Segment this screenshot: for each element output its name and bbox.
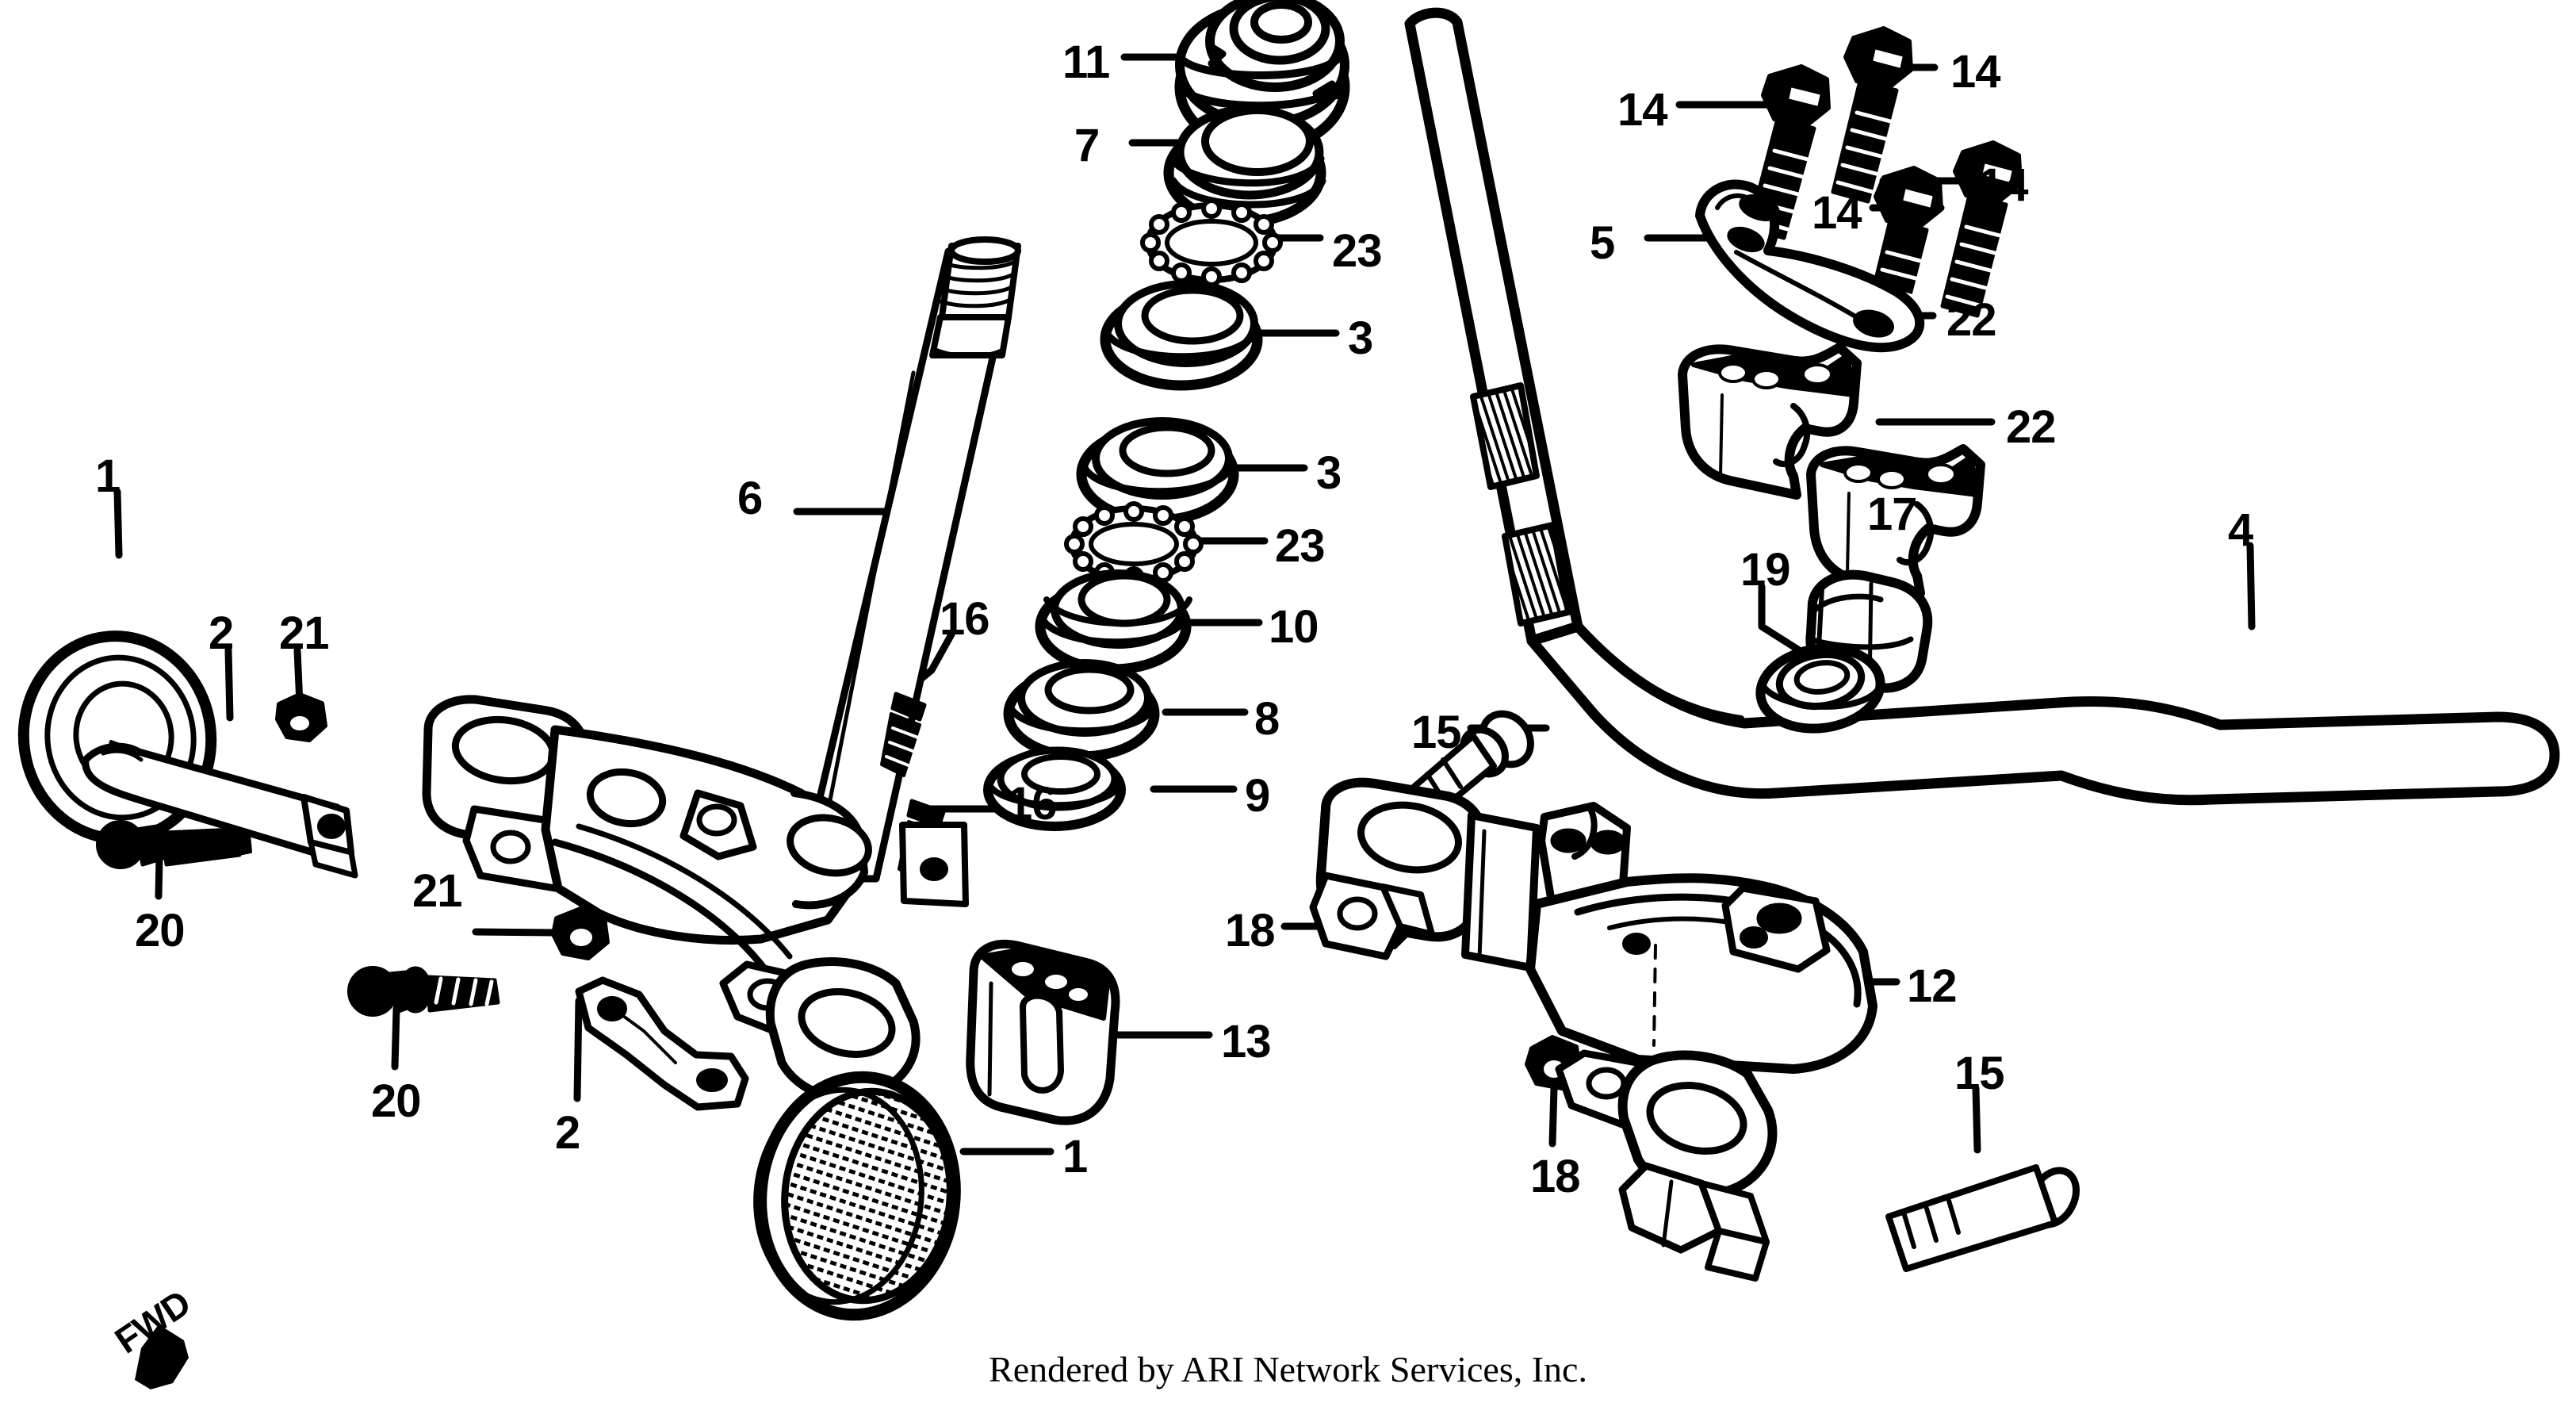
callout-16-upper: 16 [940, 593, 990, 645]
callout-16-lower: 16 [1007, 778, 1058, 830]
callout-21-center: 21 [412, 865, 463, 917]
part-bracket-upper [82, 742, 358, 879]
callout-9: 9 [1245, 770, 1270, 822]
part-race-3-upper [1100, 280, 1263, 391]
callout-15-lower: 15 [1954, 1048, 2005, 1099]
part-washer-9 [983, 746, 1126, 831]
callout-13: 13 [1221, 1016, 1272, 1067]
callout-3-mid: 3 [1316, 447, 1342, 499]
part-holder-plate-5 [1695, 179, 1925, 353]
callout-14-b: 14 [1950, 46, 2001, 98]
part-ball-retainer-23-upper [1140, 198, 1283, 287]
part-bolt-20-upper [96, 820, 252, 869]
callout-2-lower: 2 [555, 1107, 580, 1159]
part-clamp-22-upper [1678, 343, 1862, 500]
callout-14-c: 14 [1812, 187, 1862, 239]
callout-20-upper: 20 [135, 905, 186, 956]
part-screw-16-upper [880, 692, 927, 777]
callout-2-upper: 2 [209, 607, 234, 659]
callout-6-stem: 6 [737, 473, 763, 524]
part-cover-13 [966, 940, 1120, 1125]
part-bolt-14-d [1940, 140, 2023, 318]
part-bracket-lower [575, 976, 749, 1111]
callout-23-lower: 23 [1275, 520, 1326, 572]
callout-11: 11 [1062, 36, 1110, 88]
part-race-3-mid [1076, 417, 1239, 526]
part-fork-bottom-bridge [422, 695, 969, 1103]
callout-7: 7 [1074, 120, 1100, 171]
callout-3-upper: 3 [1348, 312, 1373, 364]
part-washer-19 [1755, 643, 1885, 734]
callout-10: 10 [1269, 601, 1319, 653]
part-nut-21-upper [275, 692, 327, 742]
callout-8: 8 [1254, 693, 1280, 745]
callout-14-a: 14 [1617, 84, 1668, 136]
part-bolt-15-lower [1885, 1164, 2080, 1272]
callout-22-upper: 22 [1946, 294, 1997, 346]
callout-4: 4 [2228, 504, 2253, 556]
leader-lines [113, 53, 2256, 1155]
callout-23-upper: 23 [1332, 225, 1383, 277]
callout-12: 12 [1907, 960, 1958, 1012]
callout-22-lower: 22 [2006, 401, 2057, 453]
callout-18-lower: 18 [1530, 1151, 1581, 1202]
callout-18-upper: 18 [1225, 905, 1276, 956]
part-bolt-20-lower [347, 966, 500, 1017]
callout-19: 19 [1740, 544, 1791, 596]
part-race-10 [1035, 569, 1192, 675]
part-nut-21-center [551, 906, 610, 960]
part-race-8 [1003, 659, 1160, 762]
callout-14-d: 14 [1978, 159, 2029, 211]
part-handlebar-4 [1404, 7, 2560, 806]
callout-20-lower: 20 [371, 1075, 422, 1127]
callout-5: 5 [1590, 217, 1615, 269]
callout-21-upper: 21 [279, 607, 330, 659]
callout-17: 17 [1867, 489, 1918, 540]
part-bolt-14-b [1831, 26, 1913, 204]
part-reflector-lower [753, 1071, 961, 1321]
callout-1-lower: 1 [1062, 1131, 1088, 1182]
part-fork-top-bridge-12 [1309, 777, 1877, 1282]
part-dust-seal-7 [1163, 105, 1326, 228]
callout-15-upper: 15 [1411, 707, 1462, 758]
footer-attribution: Rendered by ARI Network Services, Inc. [989, 1349, 1587, 1389]
part-steering-stem-6 [797, 236, 1021, 883]
callout-1-upper: 1 [95, 450, 121, 502]
